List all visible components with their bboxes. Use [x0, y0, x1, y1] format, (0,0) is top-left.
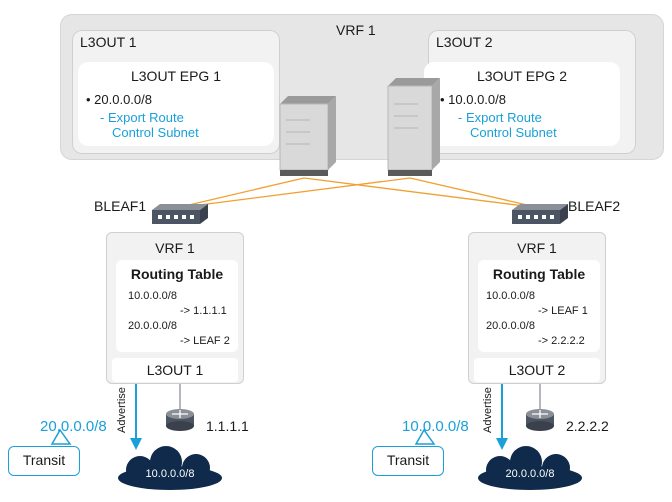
leaf2-rt-title: Routing Table: [492, 266, 586, 282]
epg-1-subnet: • 20.0.0.0/8: [86, 92, 152, 107]
epg-1-note-line1: - Export Route: [100, 110, 184, 125]
leaf1-routing-table: [116, 260, 238, 352]
spine-switch-1-icon: [279, 96, 336, 176]
vrf-top-label: VRF 1: [336, 22, 376, 38]
l3out-1-title: L3OUT 1: [80, 34, 137, 50]
transit-callout-1-label: Transit: [22, 452, 66, 468]
leaf1-l3out-label: L3OUT 1: [146, 362, 204, 378]
leaf2-rt-line-4: -> 2.2.2.2: [538, 335, 585, 347]
router-2-icon: [526, 409, 554, 431]
leaf2-advertise-label: Advertise: [482, 387, 494, 433]
router-1-ip: 1.1.1.1: [206, 418, 249, 434]
router-1-icon: [166, 409, 194, 431]
bleaf2-label: BLEAF2: [568, 198, 621, 214]
leaf2-l3out-label: L3OUT 2: [508, 362, 566, 378]
epg-2-subnet: • 10.0.0.0/8: [440, 92, 506, 107]
epg-1-note-line2: Control Subnet: [112, 125, 199, 140]
leaf2-vrf-label: VRF 1: [517, 240, 557, 256]
transit-callout-1: [8, 446, 80, 476]
leaf1-rt-line-2: -> 1.1.1.1: [180, 305, 227, 317]
callout-1-tail-icon: [50, 428, 72, 445]
border-leaf-1-icon: [152, 204, 208, 224]
fabric-links: [175, 177, 541, 209]
cloud-1-label: 10.0.0.0/8: [145, 468, 195, 480]
router-2-ip: 2.2.2.2: [566, 418, 609, 434]
leaf1-advertised-prefix: 20.0.0.0/8: [40, 418, 107, 435]
border-leaf-2-icon: [512, 204, 568, 224]
l3out-epg-1-card: [78, 62, 274, 146]
leaf2-advertised-prefix: 10.0.0.0/8: [402, 418, 469, 435]
transit-callout-2: [372, 446, 444, 476]
leaf2-routing-table: [478, 260, 600, 352]
leaf1-rt-title: Routing Table: [130, 266, 224, 282]
leaf2-rt-line-1: 10.0.0.0/8: [486, 290, 535, 302]
l3out-epg-2-card: [424, 62, 620, 146]
transit-callout-2-label: Transit: [386, 452, 430, 468]
leaf1-l3out-bar: [112, 358, 238, 382]
leaf1-rt-line-4: -> LEAF 2: [180, 335, 230, 347]
spine-switch-2-icon: [387, 78, 440, 176]
leaf1-rt-line-3: 20.0.0.0/8: [128, 320, 177, 332]
cloud-1-icon: [118, 446, 222, 490]
leaf2-rt-line-3: 20.0.0.0/8: [486, 320, 535, 332]
cloud-2-icon: [478, 446, 582, 490]
l3out-epg-1-title: L3OUT EPG 1: [130, 68, 221, 84]
bleaf1-label: BLEAF1: [94, 198, 147, 214]
leaf1-vrf-label: VRF 1: [155, 240, 195, 256]
callout-2-tail-icon: [414, 428, 436, 445]
epg-2-note-line2: Control Subnet: [470, 125, 557, 140]
epg-2-note-line1: - Export Route: [458, 110, 542, 125]
l3out-epg-2-title: L3OUT EPG 2: [476, 68, 567, 84]
l3out-2-title: L3OUT 2: [436, 34, 493, 50]
leaf1-advertise-label: Advertise: [116, 387, 128, 433]
advertise-arrow-1-icon: [130, 384, 142, 450]
leaf1-rt-line-1: 10.0.0.0/8: [128, 290, 177, 302]
leaf2-rt-line-2: -> LEAF 1: [538, 305, 588, 317]
advertise-arrow-2-icon: [496, 384, 508, 450]
cloud-2-label: 20.0.0.0/8: [505, 468, 555, 480]
leaf2-l3out-bar: [474, 358, 600, 382]
